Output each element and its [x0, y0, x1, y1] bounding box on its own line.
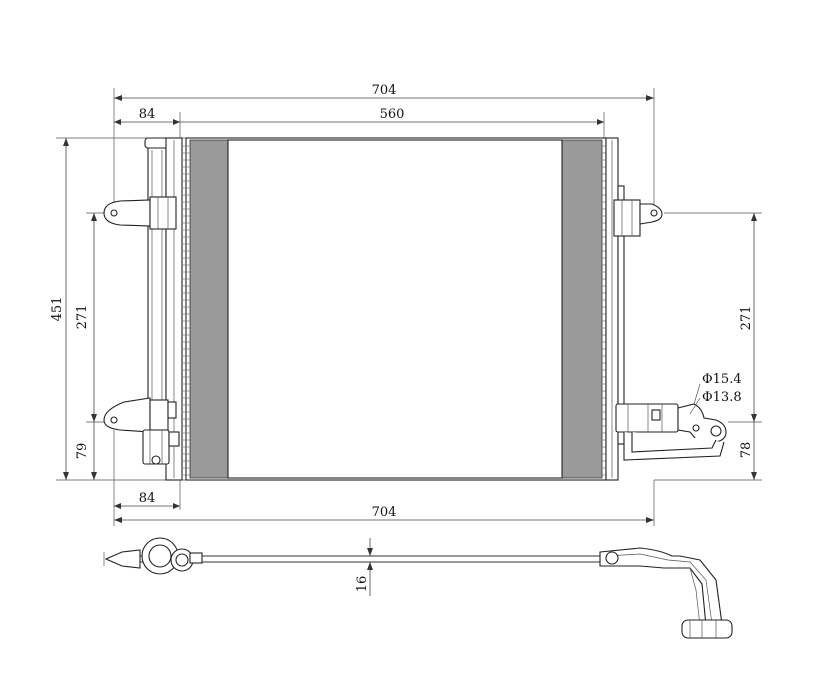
dim-label-79: 79: [75, 443, 90, 460]
dim-label-271-right: 271: [739, 306, 754, 331]
dim-label-704-top: 704: [372, 83, 397, 98]
dim-label-84-bottom: 84: [139, 491, 156, 506]
dim-left-bottom: 79: [75, 422, 97, 480]
condenser-core: [183, 137, 608, 481]
left-upper-mounting-bracket: [103, 196, 177, 230]
dim-label-78: 78: [739, 442, 754, 459]
dim-label-16: 16: [355, 576, 370, 593]
dim-right-brackets: 271: [664, 212, 762, 423]
right-upper-mounting-bracket: [613, 199, 663, 237]
dim-label-phi-13-8: Φ13.8: [702, 390, 742, 405]
dim-label-451: 451: [50, 297, 65, 322]
dim-label-704-bottom: 704: [372, 505, 397, 520]
dim-side-thickness: 16: [355, 538, 373, 596]
dim-top-left-offset: 84: [114, 107, 181, 140]
pipe-diameter-callouts: Φ15.4 Φ13.8: [689, 372, 742, 415]
dim-left-brackets: 271: [75, 212, 110, 423]
left-lower-mounting-bracket: [103, 397, 177, 433]
side-view: [103, 537, 600, 575]
dim-label-560-top: 560: [380, 107, 405, 122]
dim-label-271-left: 271: [75, 305, 90, 330]
dim-bottom-left-offset: 84: [113, 430, 181, 526]
side-view-outlet-pipe: [599, 547, 733, 639]
right-outlet-fitting: [615, 403, 727, 461]
dim-label-84-top: 84: [139, 107, 156, 122]
dim-top-overall: 704: [113, 83, 655, 212]
dim-bottom-overall: 704: [114, 480, 655, 526]
dim-top-core: 560: [180, 107, 605, 140]
dim-label-phi-15-4: Φ15.4: [702, 372, 742, 387]
dim-right-bottom: 78: [654, 422, 762, 481]
dim-left-overall: 451: [50, 137, 186, 481]
left-bottom-connector: [142, 429, 180, 465]
